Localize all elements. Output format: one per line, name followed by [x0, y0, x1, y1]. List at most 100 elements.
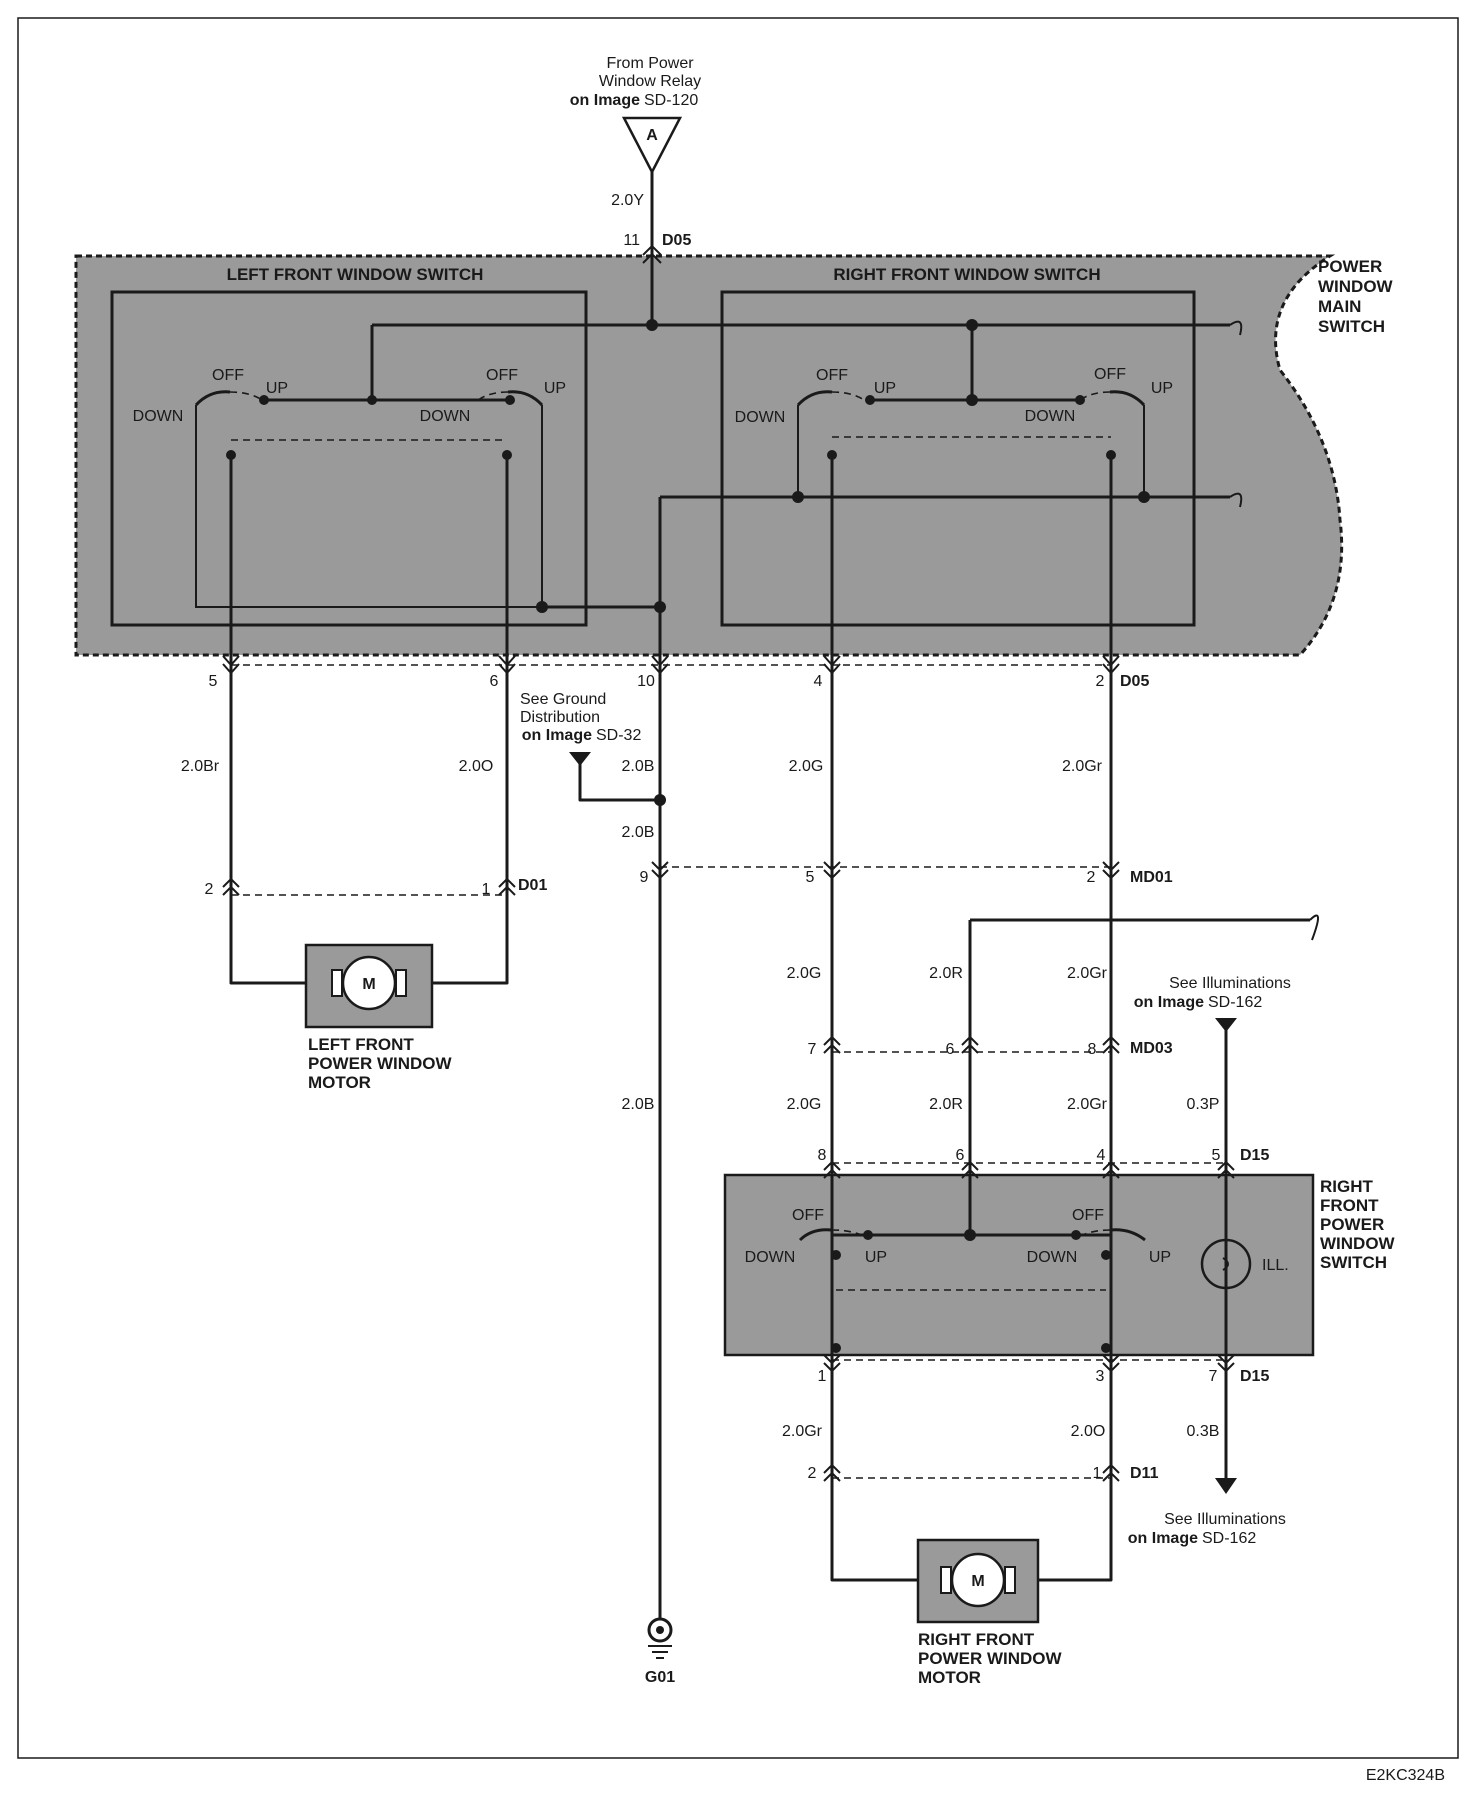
- rf-switch-title: RIGHT FRONT POWER WINDOW SWITCH: [1320, 1177, 1396, 1272]
- illum-top-line2-ref: SD-162: [1208, 994, 1262, 1011]
- pin-md03-6: 6: [946, 1041, 955, 1058]
- right-switch-title: RIGHT FRONT WINDOW SWITCH: [833, 265, 1100, 284]
- d15-top-label: D15: [1240, 1147, 1269, 1164]
- pin-md01-5: 5: [806, 869, 815, 886]
- wire-rf-gr2-label: 2.0Gr: [1067, 965, 1108, 982]
- relay-line1: From Power: [606, 55, 694, 72]
- d11-label: D11: [1130, 1465, 1159, 1482]
- wire-rf-gr1-label: 2.0Gr: [1062, 758, 1103, 775]
- lf-sw1-up: UP: [266, 380, 288, 397]
- wire-ground-b-label: 2.0B: [622, 824, 655, 841]
- md03-label: MD03: [1130, 1040, 1173, 1057]
- pin-d11-1: 1: [1093, 1465, 1102, 1482]
- illum-top-line2-bold: on Image: [1134, 994, 1204, 1011]
- lf-sw1-off: OFF: [212, 367, 244, 384]
- illum-bottom-line2-bold: on Image: [1128, 1530, 1198, 1547]
- rf-switch-title-line3: POWER: [1320, 1215, 1384, 1234]
- rf-sw1-up: UP: [874, 380, 896, 397]
- wire-rf-gr3-label: 2.0Gr: [1067, 1096, 1108, 1113]
- left-motor-label: LEFT FRONT POWER WINDOW MOTOR: [308, 1035, 452, 1092]
- wire-rf-g2-label: 2.0G: [787, 965, 822, 982]
- main-switch-dashed-border: [74, 254, 1344, 657]
- right-motor-label: RIGHT FRONT POWER WINDOW MOTOR: [918, 1630, 1062, 1687]
- wire-rf-r1-label: 2.0R: [929, 965, 963, 982]
- pin-d15-5: 5: [1212, 1147, 1221, 1164]
- rf-switch-title-line2: FRONT: [1320, 1196, 1379, 1215]
- ground-distribution-ref: See Ground Distribution on Image SD-32: [520, 691, 641, 766]
- rf-sw2-down: DOWN: [1025, 408, 1076, 425]
- left-motor-symbol: M: [362, 976, 375, 993]
- right-front-switch-box: [720, 290, 1196, 627]
- switch-levers: [194, 390, 1146, 1242]
- pin-md03-8: 8: [1088, 1041, 1097, 1058]
- illum-bottom-line2-ref: SD-162: [1202, 1530, 1256, 1547]
- rfp-sw2-off: OFF: [1072, 1207, 1104, 1224]
- wire-continuation-marks: [1229, 320, 1319, 941]
- illum-bottom-arrow-icon: [1215, 1478, 1237, 1494]
- pin-numbers: 11 5 6 10 4 2 2 1 9 5 2 7 6 8 8 6 4 5 1 …: [205, 232, 1221, 1482]
- wire-rf-r2-label: 2.0R: [929, 1096, 963, 1113]
- figure-code: E2KC324B: [1366, 1767, 1445, 1784]
- left-motor-line3: MOTOR: [308, 1073, 371, 1092]
- rf-switch-title-line4: WINDOW: [1320, 1234, 1396, 1253]
- lf-sw2-off: OFF: [486, 367, 518, 384]
- wire-feed-label: 2.0Y: [611, 192, 644, 209]
- pin-d01-2: 2: [205, 881, 214, 898]
- main-switch-title-line4: SWITCH: [1318, 317, 1385, 336]
- d15-bottom-label: D15: [1240, 1368, 1269, 1385]
- splice-points: [226, 319, 1150, 1353]
- relay-terminal-letter: A: [646, 127, 658, 144]
- illumination-ref-top: See Illuminations on Image SD-162: [1134, 975, 1291, 1032]
- ground-ref-arrow-icon: [569, 752, 591, 766]
- wire-ill-in-label: 0.3P: [1187, 1096, 1220, 1113]
- illumination-lamp-icon: [1200, 1238, 1252, 1290]
- right-motor-symbol: M: [971, 1573, 984, 1590]
- relay-terminal-triangle: [621, 116, 683, 175]
- pin-d05-4: 4: [814, 673, 823, 690]
- illum-bottom-line1: See Illuminations: [1164, 1511, 1286, 1528]
- ground-ref-line3-ref: SD-32: [596, 727, 641, 744]
- relay-line2: Window Relay: [599, 73, 701, 90]
- rfp-sw2-up: UP: [1149, 1249, 1171, 1266]
- connector-names: D05 D05 D01 MD01 MD03 D15 D15 D11 G01: [518, 232, 1269, 1686]
- illumination-lamp-filament: [1222, 1257, 1229, 1271]
- wires: [195, 172, 1310, 1620]
- rfp-sw1-down: DOWN: [745, 1249, 796, 1266]
- wire-ill-out-label: 0.3B: [1187, 1423, 1220, 1440]
- wire-lf-down-label: 2.0Br: [181, 758, 220, 775]
- wire-rf-g3-label: 2.0G: [787, 1096, 822, 1113]
- pin-d01-1: 1: [482, 881, 491, 898]
- rf-switch-title-line1: RIGHT: [1320, 1177, 1374, 1196]
- page-frame: [17, 17, 1459, 1759]
- wire-motor-a-label: 2.0Gr: [782, 1423, 823, 1440]
- main-switch-title: POWER WINDOW MAIN SWITCH: [1318, 257, 1394, 336]
- g01-label: G01: [645, 1669, 675, 1686]
- rfp-sw1-up: UP: [865, 1249, 887, 1266]
- relay-line3-ref: SD-120: [644, 92, 698, 109]
- left-front-switch-box: [110, 290, 588, 627]
- pin-md01-9: 9: [640, 869, 649, 886]
- relay-line3-bold: on Image: [570, 92, 640, 109]
- left-motor-line1: LEFT FRONT: [308, 1035, 414, 1054]
- pin-d11-2: 2: [808, 1465, 817, 1482]
- pin-d15-8: 8: [818, 1147, 827, 1164]
- right-motor-line2: POWER WINDOW: [918, 1649, 1062, 1668]
- switch-position-labels: OFF UP DOWN OFF UP DOWN OFF UP DOWN OFF …: [133, 366, 1173, 1266]
- main-switch-title-line1: POWER: [1318, 257, 1382, 276]
- pin-d15-1: 1: [818, 1368, 827, 1385]
- rf-switch-title-line5: SWITCH: [1320, 1253, 1387, 1272]
- rf-sw2-off: OFF: [1094, 366, 1126, 383]
- rfp-sw2-down: DOWN: [1027, 1249, 1078, 1266]
- illumination-ref-bottom: See Illuminations on Image SD-162: [1128, 1478, 1286, 1547]
- relay-source: From Power Window Relay on Image SD-120: [570, 55, 701, 109]
- lf-sw2-up: UP: [544, 380, 566, 397]
- wire-ground-c-label: 2.0B: [622, 1096, 655, 1113]
- pin-d15-7: 7: [1209, 1368, 1218, 1385]
- ground-ref-line3-bold: on Image: [522, 727, 592, 744]
- md01-label: MD01: [1130, 869, 1173, 886]
- main-switch-shaded-area: [76, 256, 1342, 655]
- pin-d05-5: 5: [209, 673, 218, 690]
- right-motor-line3: MOTOR: [918, 1668, 981, 1687]
- wire-ground-a-label: 2.0B: [622, 758, 655, 775]
- rf-sw1-down: DOWN: [735, 409, 786, 426]
